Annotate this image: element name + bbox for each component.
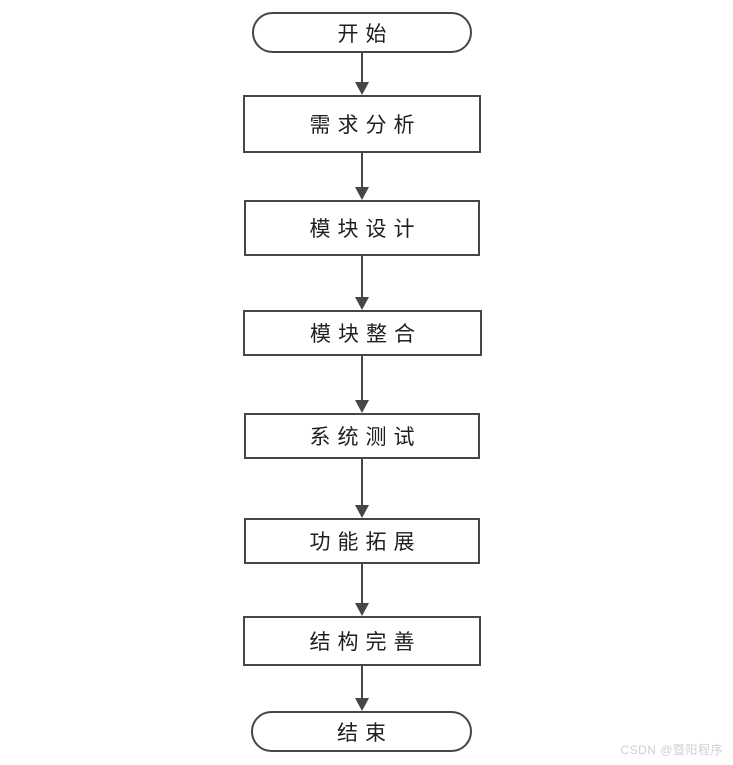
flow-node-system-testing: 系统测试 bbox=[244, 413, 480, 459]
arrow-start-to-requirements bbox=[355, 53, 369, 95]
arrow-improvement-to-end bbox=[355, 666, 369, 711]
arrow-line bbox=[361, 256, 363, 300]
arrow-expansion-to-improvement bbox=[355, 564, 369, 616]
arrow-line bbox=[361, 153, 363, 190]
arrow-down-icon bbox=[355, 505, 369, 518]
flow-node-end-label: 结束 bbox=[337, 720, 393, 745]
arrow-down-icon bbox=[355, 603, 369, 616]
flow-node-module-integration: 模块整合 bbox=[243, 310, 482, 356]
flow-node-start-label: 开始 bbox=[337, 21, 394, 46]
csdn-watermark: CSDN @暨阳程序 bbox=[620, 743, 723, 757]
flow-node-end: 结束 bbox=[251, 711, 472, 752]
flow-node-start: 开始 bbox=[252, 12, 472, 53]
flow-node-system-testing-label: 系统测试 bbox=[309, 425, 422, 449]
flow-node-feature-expansion: 功能拓展 bbox=[244, 518, 480, 564]
arrow-down-icon bbox=[355, 698, 369, 711]
arrow-line bbox=[361, 356, 363, 403]
arrow-down-icon bbox=[355, 187, 369, 200]
flow-node-requirements-analysis: 需求分析 bbox=[243, 95, 481, 153]
arrow-down-icon bbox=[355, 400, 369, 413]
arrow-line bbox=[361, 459, 363, 508]
flow-node-module-design-label: 模块设计 bbox=[309, 217, 422, 241]
arrow-design-to-integration bbox=[355, 256, 369, 310]
flow-node-structure-improvement-label: 结构完善 bbox=[309, 630, 422, 654]
arrow-integration-to-testing bbox=[355, 356, 369, 413]
flow-node-module-integration-label: 模块整合 bbox=[310, 322, 422, 346]
arrow-down-icon bbox=[355, 82, 369, 95]
arrow-line bbox=[361, 666, 363, 701]
arrow-down-icon bbox=[355, 297, 369, 310]
arrow-requirements-to-design bbox=[355, 153, 369, 200]
flow-node-feature-expansion-label: 功能拓展 bbox=[309, 530, 422, 554]
flow-node-module-design: 模块设计 bbox=[244, 200, 480, 256]
flow-node-requirements-analysis-label: 需求分析 bbox=[309, 113, 422, 137]
flow-node-structure-improvement: 结构完善 bbox=[243, 616, 481, 666]
arrow-line bbox=[361, 53, 363, 85]
arrow-testing-to-expansion bbox=[355, 459, 369, 518]
arrow-line bbox=[361, 564, 363, 606]
